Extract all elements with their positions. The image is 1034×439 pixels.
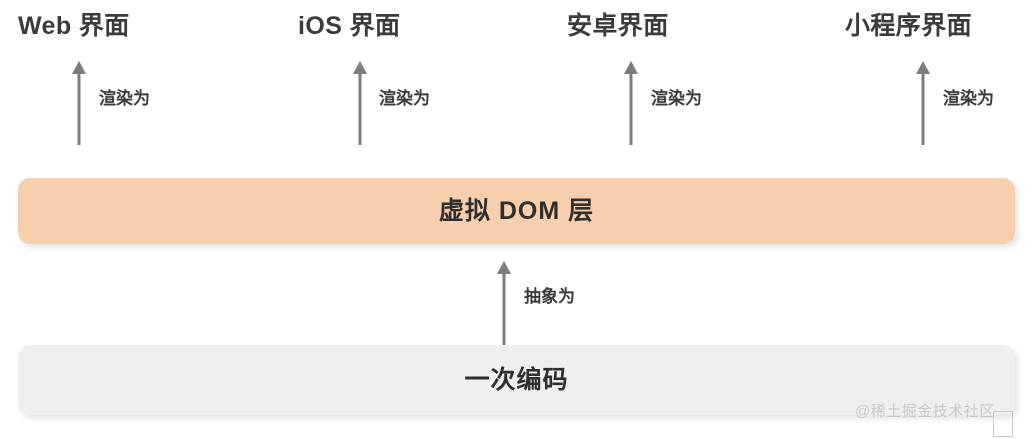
arrowhead-up-icon <box>916 61 930 74</box>
watermark-box-icon <box>993 411 1013 437</box>
vdom-layer-bar: 虚拟 DOM 层 <box>18 178 1015 244</box>
arrowhead-up-icon <box>353 61 367 74</box>
code-layer-bar: 一次编码 <box>18 345 1015 415</box>
arrow-shaft <box>358 70 362 145</box>
platform-label-ios: iOS 界面 <box>298 12 401 40</box>
render-arrow-web-icon <box>71 61 87 145</box>
arrowhead-up-icon <box>624 61 638 74</box>
abstraction-arrow-icon <box>496 261 512 345</box>
code-layer-label: 一次编码 <box>464 365 569 394</box>
render-arrow-label-ios: 渲染为 <box>379 89 430 108</box>
arrowhead-up-icon <box>72 61 86 74</box>
render-arrow-ios-icon <box>352 61 368 145</box>
platform-label-miniprogram: 小程序界面 <box>845 12 973 40</box>
watermark-text: @稀土掘金技术社区 <box>855 403 995 420</box>
render-arrow-label-web: 渲染为 <box>99 89 150 108</box>
render-arrow-android-icon <box>623 61 639 145</box>
render-arrow-label-android: 渲染为 <box>651 89 702 108</box>
render-arrow-label-miniprogram: 渲染为 <box>943 89 994 108</box>
platform-label-web: Web 界面 <box>18 12 130 40</box>
arrow-shaft <box>77 70 81 145</box>
arrow-shaft <box>502 270 506 345</box>
arrow-shaft <box>921 70 925 145</box>
arrowhead-up-icon <box>497 261 511 274</box>
arrow-shaft <box>629 70 633 145</box>
vdom-layer-label: 虚拟 DOM 层 <box>438 196 595 225</box>
platform-label-android: 安卓界面 <box>567 12 669 40</box>
render-arrow-miniprogram-icon <box>915 61 931 145</box>
abstraction-arrow-label: 抽象为 <box>524 287 575 306</box>
